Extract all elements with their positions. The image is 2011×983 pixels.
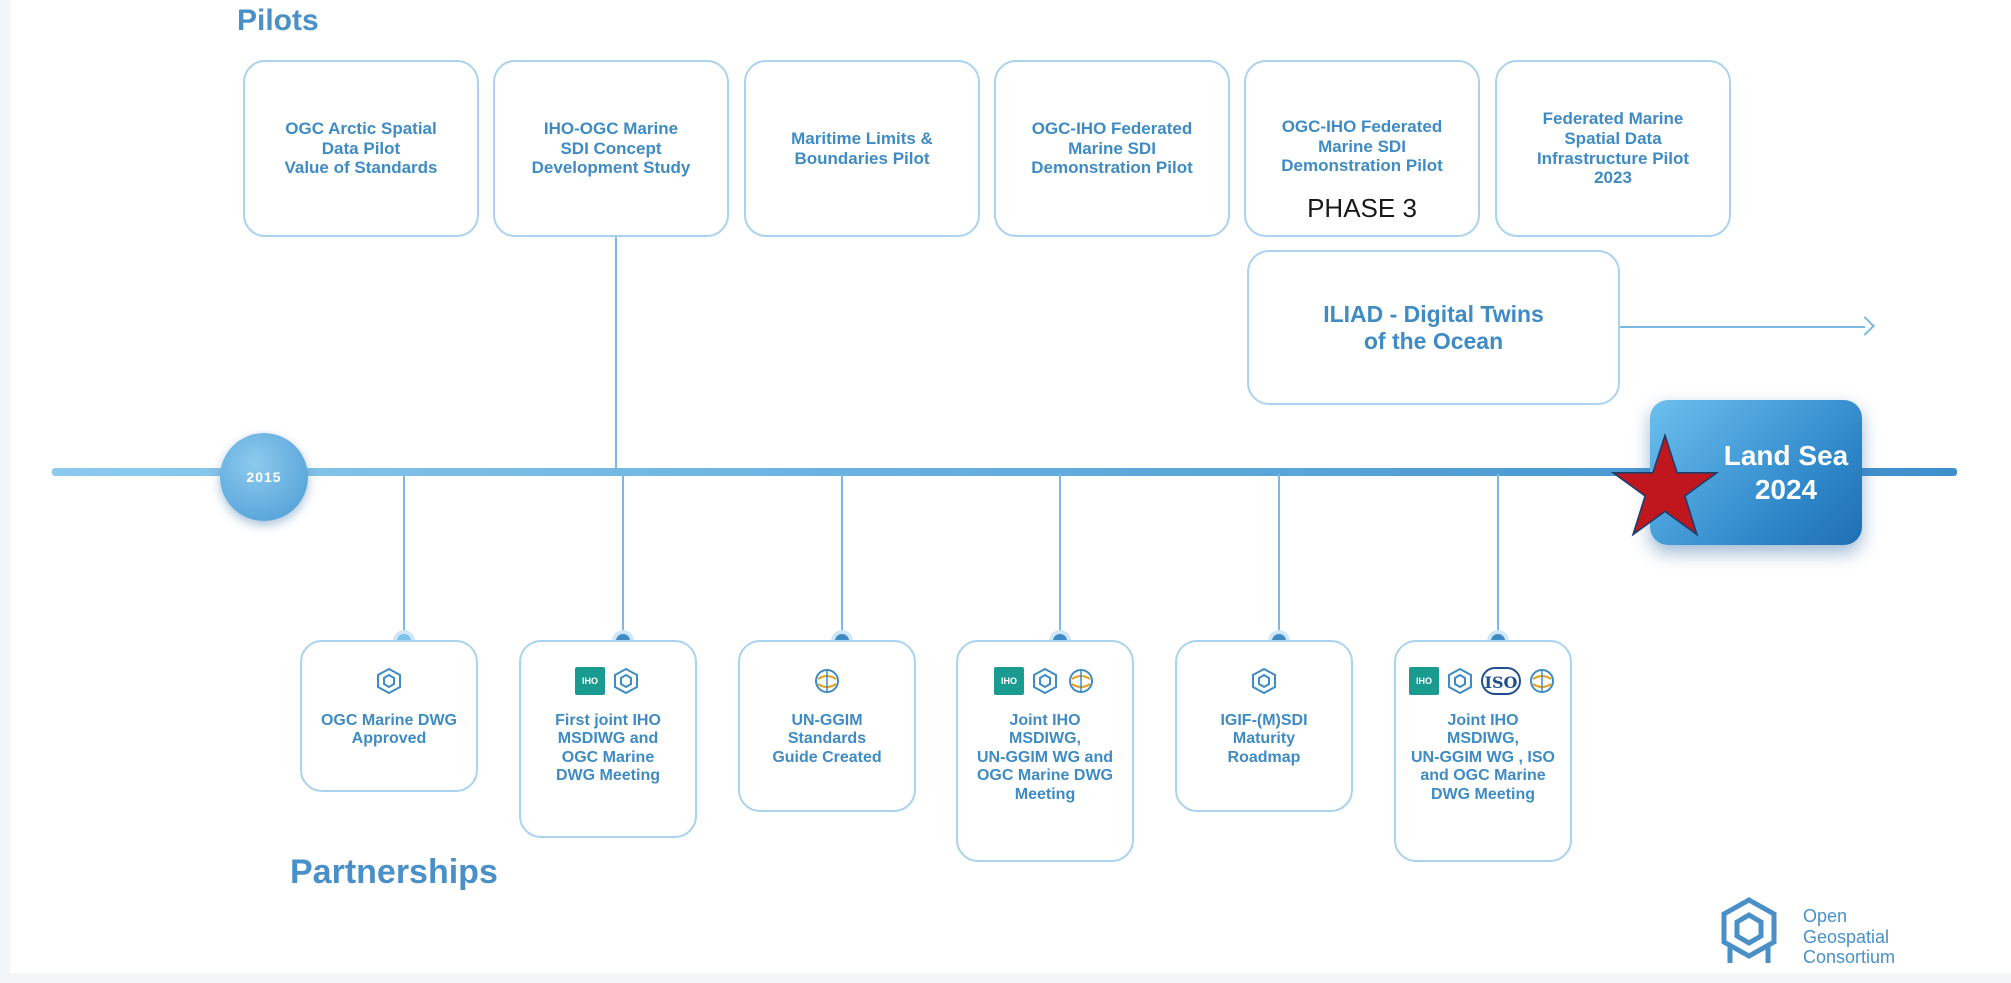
ogc-logo-icon [614, 667, 638, 695]
connector-line [1278, 474, 1280, 639]
partnership-card-igif-roadmap: IGIF-(M)SDI Maturity Roadmap [1175, 640, 1353, 812]
iho-logo-icon: IHO [575, 667, 605, 695]
un-ggim-logo-icon [1530, 669, 1554, 693]
pilot-label: Maritime Limits & Boundaries Pilot [791, 128, 933, 168]
pilot-label: OGC Arctic Spatial Data Pilot Value of S… [284, 119, 438, 178]
pilot-label: OGC-IHO Federated Marine SDI Demonstrati… [1281, 117, 1443, 176]
pilot-card-marine-sdi-study: IHO-OGC Marine SDI Concept Development S… [493, 60, 729, 237]
ongoing-arrow-line [1620, 326, 1865, 328]
pilot-card-arctic: OGC Arctic Spatial Data Pilot Value of S… [243, 60, 479, 237]
connector-line [1059, 474, 1061, 639]
partnership-label: IGIF-(M)SDI Maturity Roadmap [1220, 712, 1308, 766]
pilots-section-title: Pilots [237, 4, 319, 37]
connector-line [622, 474, 624, 639]
ogc-brand-name: Open Geospatial Consortium [1803, 906, 1896, 968]
un-ggim-logo-icon [1069, 669, 1093, 693]
connector-line [403, 474, 405, 639]
iho-logo-icon: IHO [1409, 667, 1439, 695]
pilot-label: Federated Marine Spatial Data Infrastruc… [1536, 109, 1690, 188]
timeline-axis [52, 468, 1957, 476]
timeline-start-badge: 2015 [220, 433, 308, 521]
pilot-label: OGC-IHO Federated Marine SDI Demonstrati… [1031, 119, 1193, 178]
partnerships-section-title: Partnerships [290, 853, 498, 891]
partnership-card-marine-dwg: OGC Marine DWG Approved [300, 640, 478, 792]
star-icon [1610, 433, 1720, 537]
pilot-card-maritime-limits: Maritime Limits & Boundaries Pilot [744, 60, 980, 237]
connector-line [841, 474, 843, 639]
ogc-logo-icon [1252, 667, 1276, 695]
partnership-label: Joint IHO MSDIWG, UN-GGIM WG and OGC Mar… [976, 712, 1113, 803]
partnership-card-joint-iso: IHO ISO Joint IHO MSDIWG, UN-GGIM WG , I… [1394, 640, 1572, 862]
partnership-card-un-ggim-guide: UN-GGIM Standards Guide Created [738, 640, 916, 812]
ogc-brand-logo-icon [1721, 897, 1777, 963]
iliad-card: ILIAD - Digital Twins of the Ocean [1247, 250, 1620, 405]
partnership-label: UN-GGIM Standards Guide Created [772, 712, 882, 766]
partnership-label: First joint IHO MSDIWG and OGC Marine DW… [555, 712, 661, 785]
iho-logo-icon: IHO [994, 667, 1024, 695]
iso-logo-icon: ISO [1481, 667, 1521, 695]
pilot-card-federated-marine-2023: Federated Marine Spatial Data Infrastruc… [1495, 60, 1731, 237]
un-ggim-logo-icon [815, 669, 839, 693]
partnership-label: OGC Marine DWG Approved [320, 712, 457, 748]
ogc-logo-icon [1448, 667, 1472, 695]
connector-line [1497, 474, 1499, 639]
partnership-label: Joint IHO MSDIWG, UN-GGIM WG , ISO and O… [1411, 712, 1555, 803]
phase-label: PHASE 3 [1307, 192, 1417, 223]
partnership-card-first-joint: IHO First joint IHO MSDIWG and OGC Marin… [519, 640, 697, 838]
ogc-logo-icon [377, 667, 401, 695]
pilot-card-federated-sdi: OGC-IHO Federated Marine SDI Demonstrati… [994, 60, 1230, 237]
ogc-logo-icon [1033, 667, 1057, 695]
partnership-card-joint-un-ggim: IHO Joint IHO MSDIWG, UN-GGIM WG and OGC… [956, 640, 1134, 862]
pilot-label: IHO-OGC Marine SDI Concept Development S… [531, 119, 691, 178]
pilot-card-federated-sdi-phase3: OGC-IHO Federated Marine SDI Demonstrati… [1244, 60, 1480, 237]
pilot-connector-line [615, 237, 617, 470]
iliad-label: ILIAD - Digital Twins of the Ocean [1323, 301, 1544, 354]
